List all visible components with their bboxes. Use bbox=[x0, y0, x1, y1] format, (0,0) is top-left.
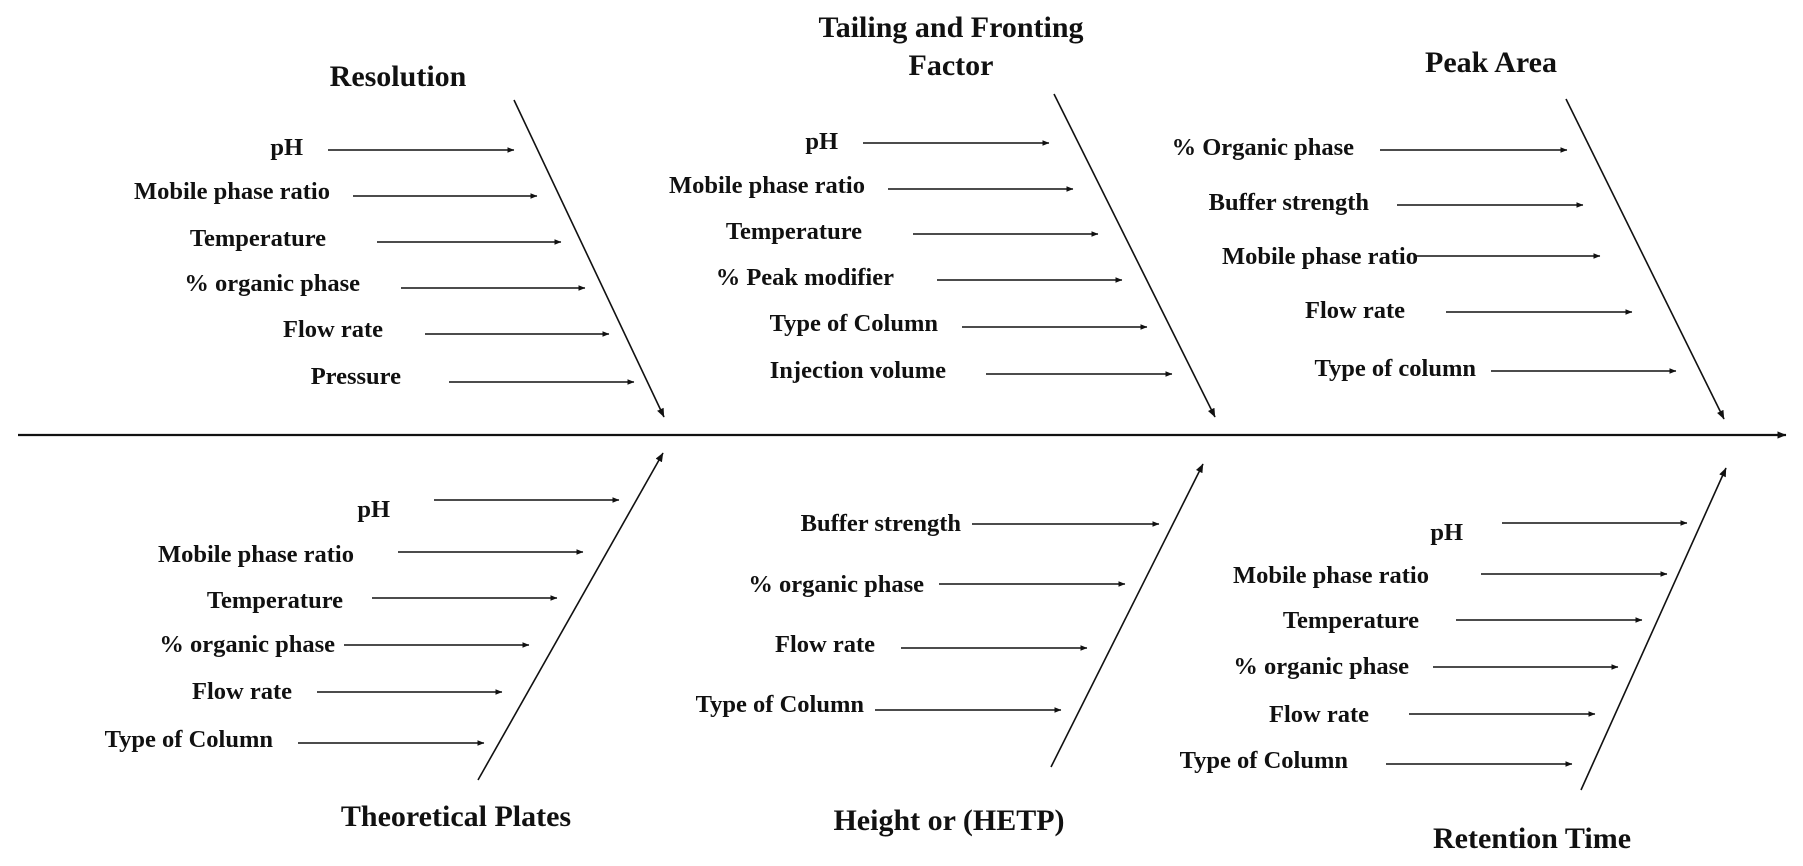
cause-item: Temperature bbox=[207, 587, 558, 614]
cause-item: pH bbox=[270, 134, 515, 161]
cause-item: Mobile phase ratio bbox=[1233, 562, 1668, 589]
cause-label: Temperature bbox=[207, 587, 343, 614]
cause-item: Injection volume bbox=[770, 357, 1173, 384]
branch-line bbox=[1565, 98, 1725, 420]
cause-item: Pressure bbox=[311, 363, 635, 390]
cause-item: Flow rate bbox=[1305, 297, 1633, 324]
cause-label: Flow rate bbox=[775, 631, 875, 658]
cause-label: Type of column bbox=[1314, 355, 1476, 382]
cause-label: Flow rate bbox=[1305, 297, 1405, 324]
cause-item: pH bbox=[357, 496, 620, 523]
cause-item: % Peak modifier bbox=[716, 264, 1123, 291]
branch-line bbox=[1580, 467, 1727, 791]
cause-label: Type of Column bbox=[1180, 747, 1349, 774]
cause-label: Type of Column bbox=[105, 726, 274, 753]
branch-line bbox=[513, 99, 665, 418]
cause-label: Mobile phase ratio bbox=[134, 178, 330, 205]
category-theoretical-plates: Theoretical Plates pH Mobile phase ratio… bbox=[105, 452, 664, 833]
cause-item: Type of Column bbox=[105, 726, 485, 753]
category-peak-area: Peak Area % Organic phase Buffer strengt… bbox=[1172, 46, 1725, 420]
cause-label: % organic phase bbox=[1233, 653, 1409, 680]
cause-item: Buffer strength bbox=[801, 510, 1160, 537]
cause-item: pH bbox=[805, 128, 1050, 155]
category-title: Peak Area bbox=[1425, 46, 1557, 79]
category-height-hetp: Height or (HETP) Buffer strength % organ… bbox=[696, 463, 1204, 837]
category-resolution: Resolution pH Mobile phase ratio Tempera… bbox=[134, 60, 665, 418]
cause-label: Pressure bbox=[311, 363, 401, 390]
cause-item: % organic phase bbox=[159, 631, 530, 658]
cause-label: pH bbox=[270, 134, 303, 161]
cause-item: % Organic phase bbox=[1172, 134, 1568, 161]
cause-label: % organic phase bbox=[184, 270, 360, 297]
cause-label: Mobile phase ratio bbox=[158, 541, 354, 568]
category-title: Retention Time bbox=[1433, 822, 1631, 855]
cause-label: Type of Column bbox=[770, 310, 939, 337]
branch-line bbox=[1050, 463, 1204, 768]
cause-item: Mobile phase ratio bbox=[158, 541, 584, 568]
cause-item: Temperature bbox=[190, 225, 562, 252]
cause-label: Flow rate bbox=[283, 316, 383, 343]
cause-label: Type of Column bbox=[696, 691, 865, 718]
cause-label: Buffer strength bbox=[801, 510, 962, 537]
cause-label: pH bbox=[357, 496, 390, 523]
cause-item: Flow rate bbox=[1269, 701, 1596, 728]
cause-label: % organic phase bbox=[159, 631, 335, 658]
cause-label: % Peak modifier bbox=[716, 264, 894, 291]
category-title: Resolution bbox=[330, 60, 467, 93]
cause-item: Temperature bbox=[726, 218, 1099, 245]
branch-line bbox=[1053, 93, 1216, 418]
cause-item: % organic phase bbox=[1233, 653, 1619, 680]
cause-item: Type of column bbox=[1314, 355, 1677, 382]
cause-label: pH bbox=[1430, 519, 1463, 546]
cause-item: Mobile phase ratio bbox=[669, 172, 1074, 199]
cause-item: Mobile phase ratio bbox=[134, 178, 538, 205]
cause-label: Buffer strength bbox=[1209, 189, 1370, 216]
cause-label: Injection volume bbox=[770, 357, 946, 384]
cause-label: Flow rate bbox=[1269, 701, 1369, 728]
cause-item: Flow rate bbox=[283, 316, 610, 343]
cause-item: Temperature bbox=[1283, 607, 1643, 634]
cause-item: Type of Column bbox=[696, 691, 1062, 718]
cause-label: Temperature bbox=[726, 218, 862, 245]
cause-label: Mobile phase ratio bbox=[1222, 243, 1418, 270]
cause-label: Mobile phase ratio bbox=[669, 172, 865, 199]
cause-item: Type of Column bbox=[1180, 747, 1573, 774]
category-title: Height or (HETP) bbox=[833, 804, 1064, 837]
cause-label: pH bbox=[805, 128, 838, 155]
branch-line bbox=[477, 452, 664, 781]
cause-item: % organic phase bbox=[184, 270, 586, 297]
cause-label: % organic phase bbox=[748, 571, 924, 598]
cause-item: Type of Column bbox=[770, 310, 1148, 337]
category-retention-time: Retention Time pH Mobile phase ratio Tem… bbox=[1180, 467, 1727, 855]
cause-label: Mobile phase ratio bbox=[1233, 562, 1429, 589]
cause-item: Flow rate bbox=[192, 678, 503, 705]
cause-item: Mobile phase ratio bbox=[1222, 243, 1601, 270]
cause-label: Flow rate bbox=[192, 678, 292, 705]
cause-label: Temperature bbox=[190, 225, 326, 252]
cause-item: pH bbox=[1430, 519, 1688, 546]
cause-item: Flow rate bbox=[775, 631, 1088, 658]
cause-label: % Organic phase bbox=[1172, 134, 1355, 161]
cause-item: % organic phase bbox=[748, 571, 1126, 598]
cause-label: Temperature bbox=[1283, 607, 1419, 634]
category-title: Theoretical Plates bbox=[341, 800, 571, 833]
cause-item: Buffer strength bbox=[1209, 189, 1584, 216]
